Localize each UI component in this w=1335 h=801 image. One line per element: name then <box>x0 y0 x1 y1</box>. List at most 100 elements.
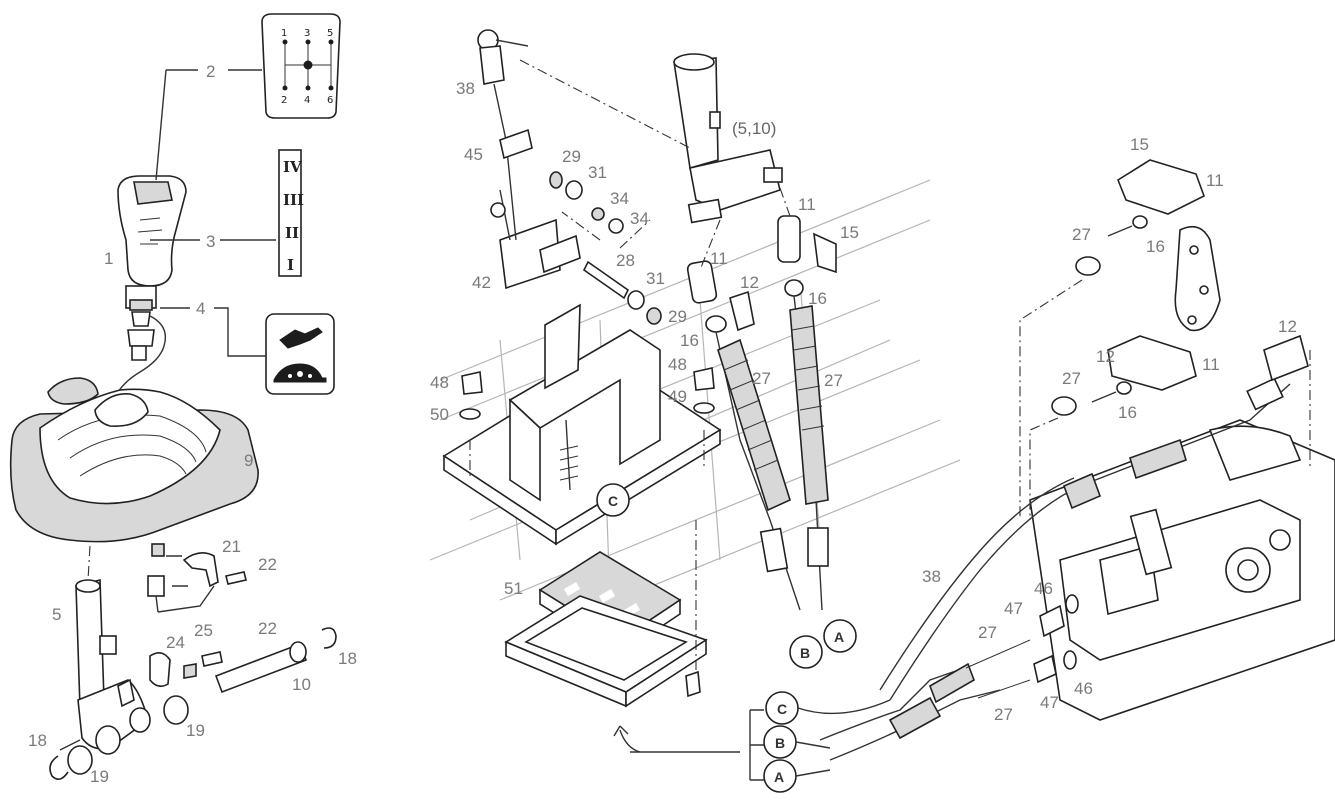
cable-tags-center: B A <box>789 619 857 669</box>
callout-23: 24 <box>166 633 185 652</box>
leader-lines-left <box>87 69 276 613</box>
callout-46b: 48 <box>668 355 687 374</box>
bracket-31 <box>544 303 581 390</box>
callout-47: 49 <box>668 387 687 406</box>
washer-42b <box>1063 650 1077 670</box>
callout-43a: 47 <box>1004 599 1023 618</box>
nut-43a <box>1039 604 1065 638</box>
plug-part <box>147 575 165 597</box>
selector-arm-5-10 <box>673 53 783 224</box>
right-upper-parts <box>1019 159 1311 520</box>
cables-right <box>819 334 1309 761</box>
callout-12a: 12 <box>740 273 759 292</box>
callout-2: 2 <box>206 62 215 81</box>
grommet-34a <box>1075 256 1101 276</box>
callout-27b: 29 <box>668 307 687 326</box>
range-label-1: I <box>287 256 294 274</box>
rubber-boot <box>9 377 259 543</box>
screw-46b <box>693 367 715 391</box>
nut-16d <box>1116 381 1132 395</box>
pin-25 <box>582 260 630 300</box>
shift-pattern-plate: 1 3 5 2 4 6 <box>261 13 341 119</box>
clip-12a <box>729 290 755 332</box>
part-28a <box>565 180 583 200</box>
range-label-4: IV <box>283 158 302 176</box>
callout-24: 25 <box>194 621 213 640</box>
center-housing: C <box>442 189 722 546</box>
grommet-34b <box>1051 396 1077 416</box>
cable-tags-right: C B A <box>613 691 891 793</box>
callout-16d: 16 <box>1118 403 1137 422</box>
gear-label-top-1: 1 <box>281 28 287 39</box>
callout-48: 50 <box>430 405 449 424</box>
screw-22b <box>201 651 223 667</box>
bush-19a <box>163 695 189 725</box>
nut-43b <box>1033 654 1057 684</box>
callout-12c: 12 <box>1278 317 1297 336</box>
callout-16a: 16 <box>680 331 699 350</box>
part-29b <box>608 218 624 234</box>
callout-31: 42 <box>472 273 491 292</box>
bush-19b <box>67 745 93 775</box>
callout-43b: 47 <box>1040 693 1059 712</box>
plate-right <box>1174 225 1221 332</box>
callout-16b: 16 <box>808 289 827 308</box>
fork-11a <box>686 260 718 304</box>
callout-c-circle-center <box>596 483 630 517</box>
washer-48 <box>459 408 481 420</box>
pin-10 <box>214 642 308 694</box>
clip-45 <box>499 128 533 160</box>
callout-21: 21 <box>222 537 241 556</box>
callout-25: 28 <box>616 251 635 270</box>
gearbox-right <box>1029 419 1335 721</box>
callout-34f: 27 <box>994 705 1013 724</box>
part-28b <box>627 290 645 310</box>
cable-ends-center <box>686 215 837 333</box>
cable-label-c-center: C <box>608 493 618 509</box>
screw-22a <box>225 571 247 585</box>
callout-34a: 27 <box>752 369 771 388</box>
circlip-18b <box>49 755 69 780</box>
part-29a <box>591 207 605 221</box>
dash-lines-center <box>469 59 791 670</box>
small-parts-left <box>49 543 337 780</box>
callout-34c: 27 <box>1072 225 1091 244</box>
gear-label-top-2: 3 <box>304 28 310 39</box>
callout-9: 9 <box>244 451 253 470</box>
callout-10: 10 <box>292 675 311 694</box>
callout-19a: 19 <box>186 721 205 740</box>
part-27b <box>646 307 662 325</box>
callout-18a: 18 <box>338 649 357 668</box>
connector-part <box>151 543 165 557</box>
clip-12c <box>1263 334 1309 382</box>
part-27a <box>549 171 563 189</box>
callout-11c: 11 <box>1206 171 1224 190</box>
gear-knob <box>113 175 187 401</box>
callout-19b: 19 <box>90 767 109 786</box>
cable-label-a-center: A <box>834 629 844 645</box>
clip-12b <box>1107 335 1197 391</box>
callout-38a: 38 <box>456 79 475 98</box>
callout-labels: 2 3 1 4 9 21 22 5 22 25 24 18 10 19 18 1… <box>28 62 1297 786</box>
gear-label-bottom-3: 6 <box>327 95 333 106</box>
nut-16b <box>784 279 804 297</box>
callout-34b: 27 <box>824 371 843 390</box>
callout-29b: 34 <box>630 209 649 228</box>
speed-symbol-plate <box>265 313 335 395</box>
callout-34d: 27 <box>1062 369 1081 388</box>
callout-42b: 46 <box>1074 679 1093 698</box>
range-label-3: III <box>283 191 304 209</box>
callout-16c: 16 <box>1146 237 1165 256</box>
callout-11d: 11 <box>1202 355 1220 374</box>
cable-label-a-right: A <box>774 769 784 785</box>
callout-4: 4 <box>196 299 205 318</box>
callout-45: 45 <box>464 145 483 164</box>
gear-label-bottom-2: 4 <box>304 95 310 106</box>
gear-label-top-3: 5 <box>327 28 333 39</box>
callout-22a: 22 <box>258 555 277 574</box>
callout-22b: 22 <box>258 619 277 638</box>
callout-1: 1 <box>104 249 113 268</box>
clip-15b <box>1117 159 1205 215</box>
